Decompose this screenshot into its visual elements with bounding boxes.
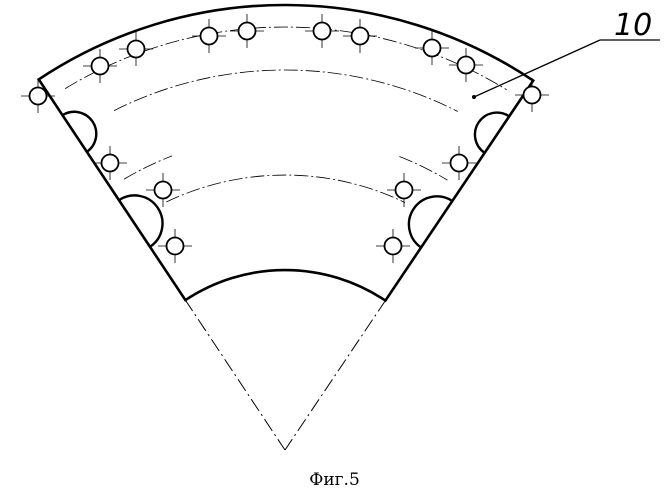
bolt-hole-13 — [167, 238, 184, 255]
right-inner-notch — [409, 196, 452, 247]
left-inner-notch — [119, 195, 163, 246]
right-inner-hole-arc — [399, 157, 447, 181]
bolt-hole-10 — [524, 87, 541, 104]
reference-leader: 10 — [472, 8, 660, 99]
bolt-hole-2 — [92, 58, 109, 75]
bolt-hole-12 — [155, 182, 172, 199]
figure-caption: Фиг.5 — [0, 470, 669, 490]
bolt-hole-16 — [385, 238, 402, 255]
right-outer-notch — [475, 113, 509, 153]
bolt-hole-7 — [352, 28, 369, 45]
bolt-hole-9 — [458, 57, 475, 74]
bolt-hole-1 — [30, 88, 47, 105]
middle-circle-centerline — [114, 70, 458, 112]
bolt-hole-3 — [128, 41, 145, 58]
sector-geometry — [21, 5, 549, 450]
reference-numeral-10: 10 — [614, 8, 652, 43]
bolt-hole-5 — [239, 23, 256, 40]
bolt-hole-8 — [424, 40, 441, 57]
bolt-hole-4 — [201, 28, 218, 45]
bolt-hole-14 — [451, 155, 468, 172]
bolt-hole-11 — [102, 155, 119, 172]
bolt-hole-15 — [396, 182, 413, 199]
left-outer-notch — [63, 112, 97, 152]
left-inner-hole-arc — [124, 156, 172, 179]
bolt-hole-6 — [314, 23, 331, 40]
outer-bolt-circle-centerline — [65, 27, 507, 90]
inner-bolt-circle-centerline — [166, 175, 405, 203]
